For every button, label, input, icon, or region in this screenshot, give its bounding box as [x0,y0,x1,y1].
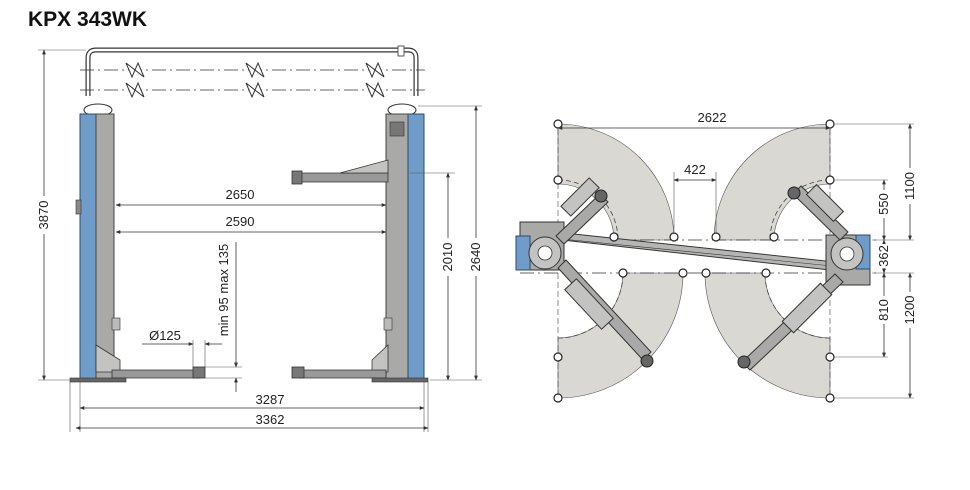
dim-2622: 2622 [698,110,727,125]
top-view: 2622 422 1100 550 362 810 1200 [515,108,920,403]
dim-2650: 2650 [226,187,255,202]
dim-pad-diameter: Ø125 [149,328,181,343]
arm-sector-top-right [713,123,831,241]
dim-810: 810 [876,299,891,321]
dim-pad-height: min 95 max 135 [216,244,231,337]
dim-362: 362 [876,245,891,267]
front-view: 2650 2590 3870 2010 2640 Ø125 min 95 max… [34,45,486,432]
dim-3870: 3870 [36,201,51,230]
dim-2590: 2590 [226,214,255,229]
dim-550: 550 [876,193,891,215]
dim-2010: 2010 [440,243,455,272]
dim-3362: 3362 [256,412,285,427]
dim-422: 422 [684,162,706,177]
dim-3287: 3287 [256,392,285,407]
dim-2640: 2640 [468,243,483,272]
dim-1100: 1100 [902,172,917,200]
dim-1200: 1200 [902,296,917,325]
page-title: KPX 343WK [28,8,148,31]
